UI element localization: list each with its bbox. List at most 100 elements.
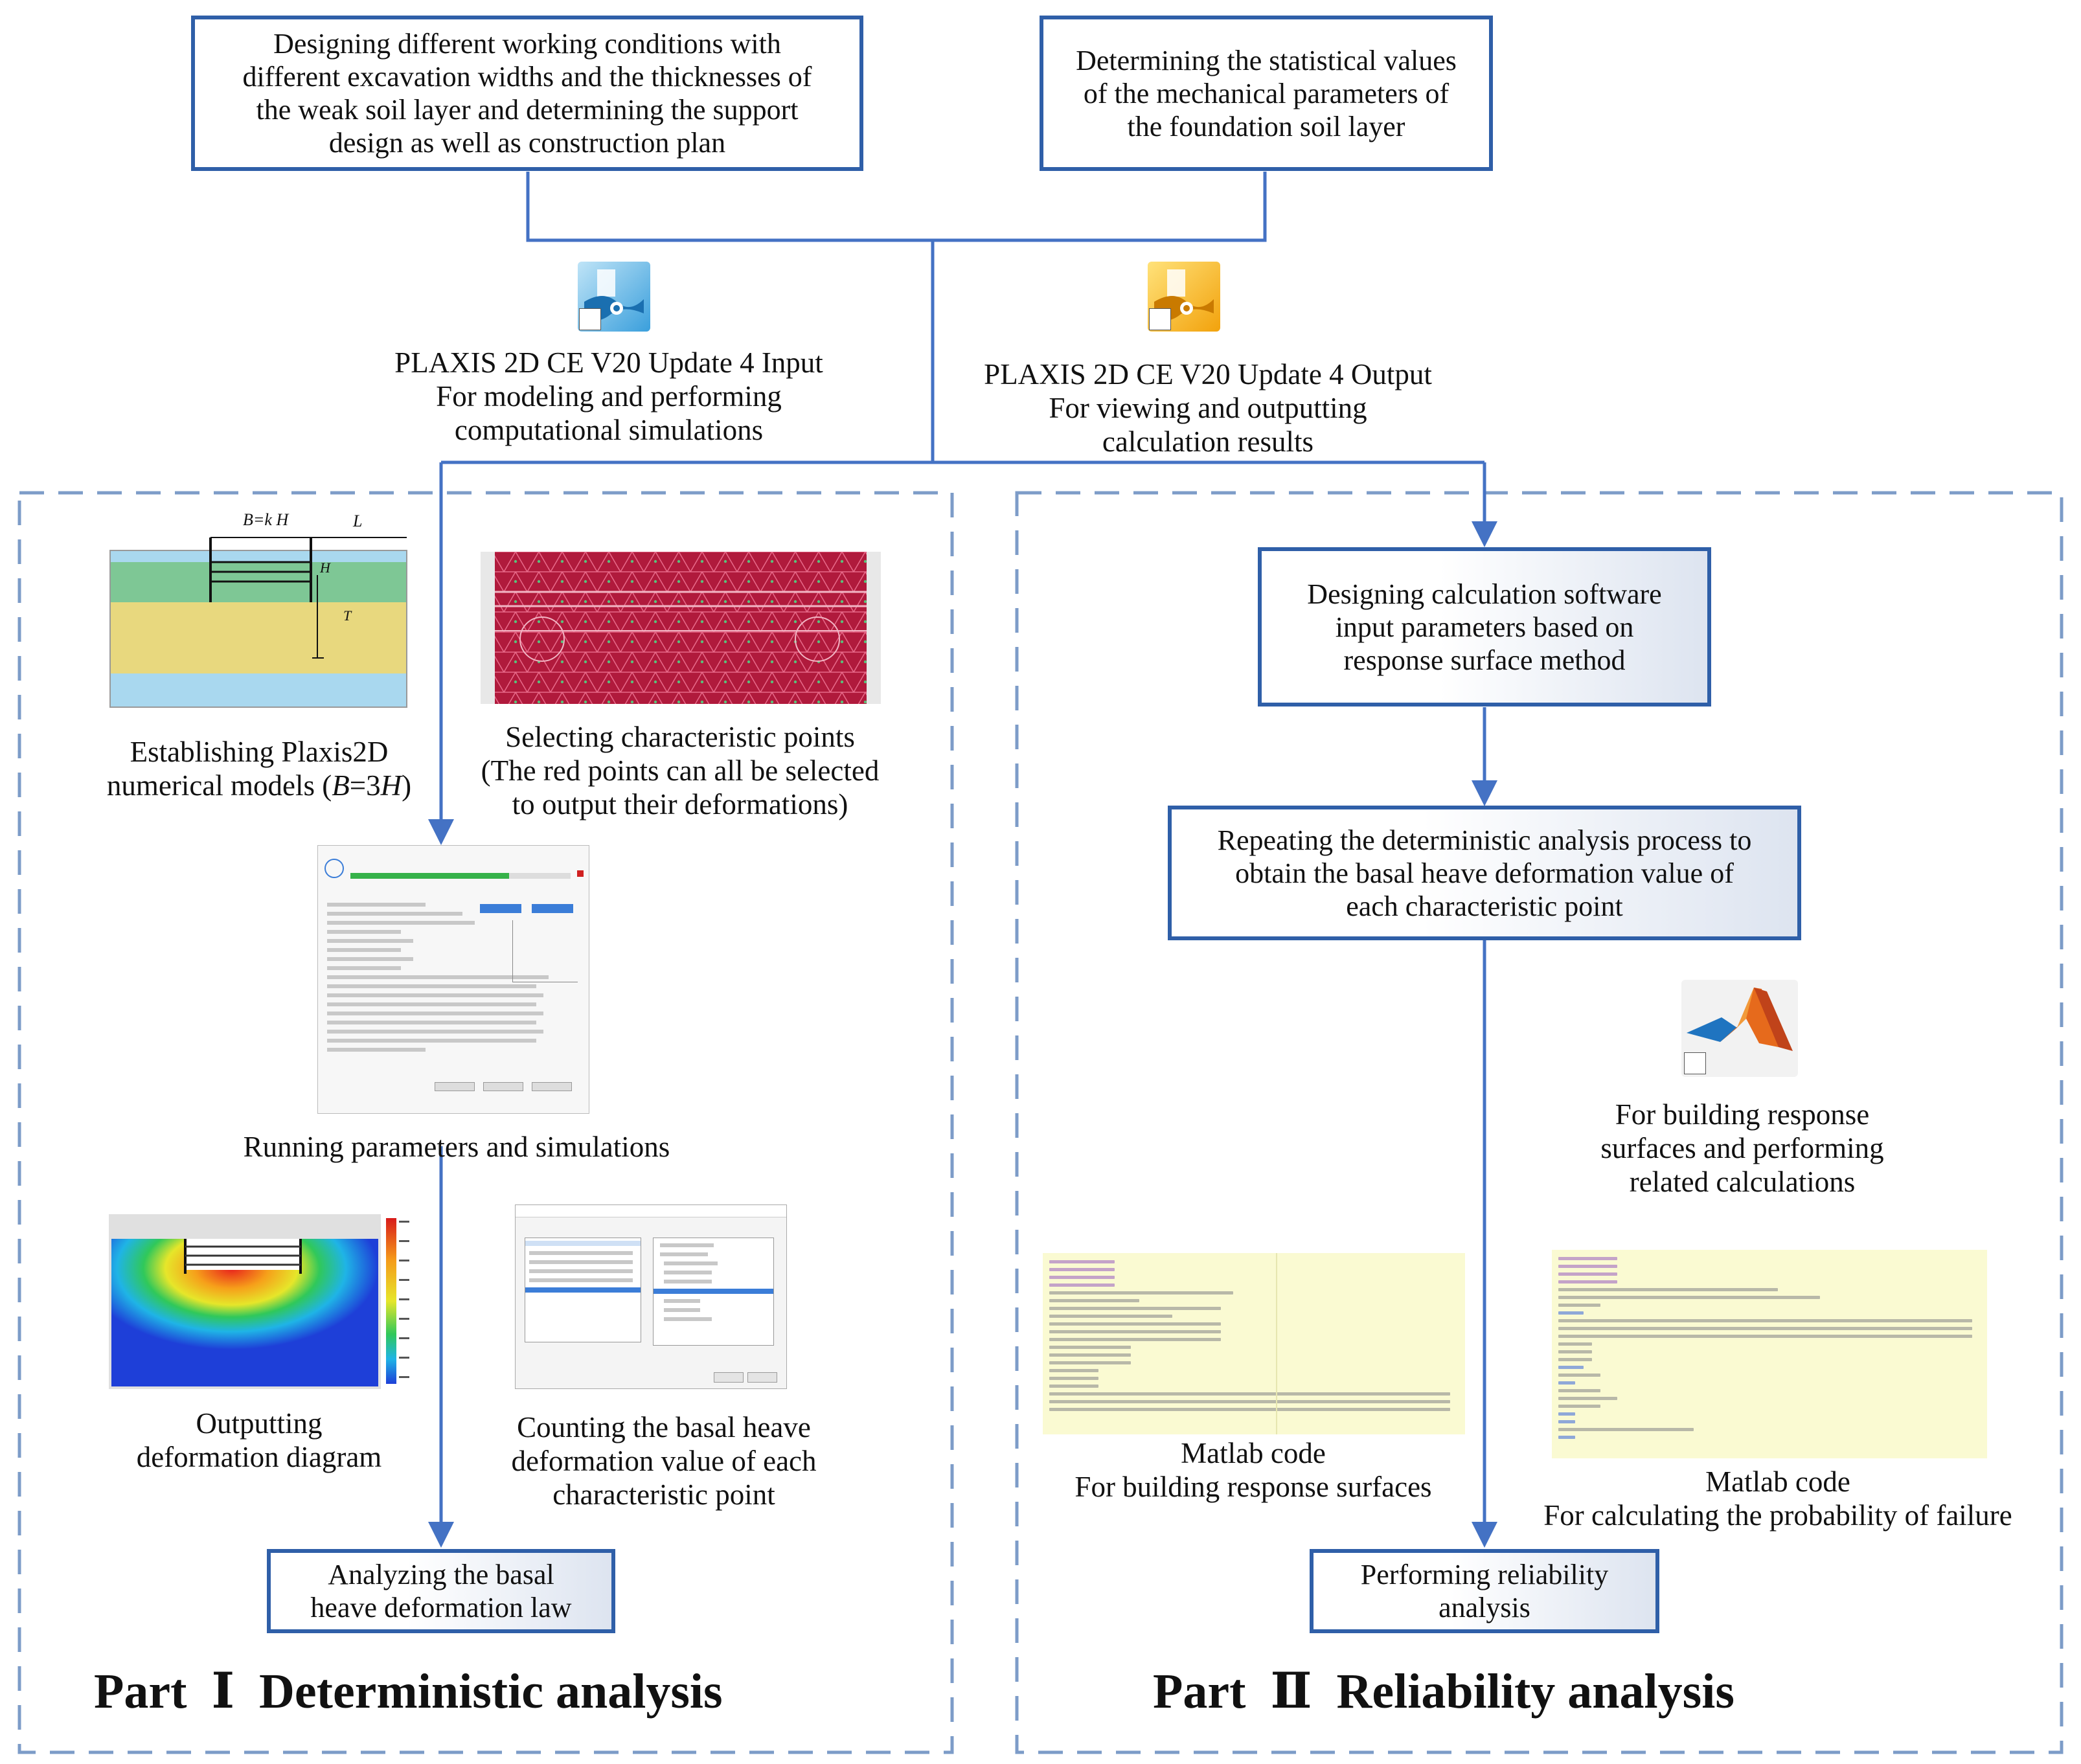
curve-plot xyxy=(512,920,578,982)
box-line: Designing different working conditions w… xyxy=(273,28,781,60)
part1-frame xyxy=(17,491,954,1754)
caption-line: characteristic point xyxy=(552,1478,775,1511)
caption-line: Counting the basal heave xyxy=(517,1411,811,1443)
contour-drawing xyxy=(109,1214,409,1389)
box-line: each characteristic point xyxy=(1346,890,1623,922)
box-line: Performing reliability xyxy=(1360,1559,1609,1590)
label-bkh: B=k H xyxy=(243,510,289,529)
box-line: obtain the basal heave deformation value… xyxy=(1235,857,1734,889)
box-line: Analyzing the basal xyxy=(328,1559,554,1590)
caption-eq: =3 xyxy=(349,769,381,802)
reliability-analysis-box: Performing reliability analysis xyxy=(1310,1549,1659,1633)
box-line: of the mechanical parameters of xyxy=(1083,77,1450,109)
plaxis-model-image: B=k H L H T xyxy=(97,505,421,712)
caption-line: Matlab code xyxy=(1705,1465,1850,1498)
box-line: response surface method xyxy=(1343,644,1626,676)
shortcut-arrow-icon xyxy=(1684,1052,1706,1074)
box-line: design as well as construction plan xyxy=(328,127,726,159)
caption-line: (The red points can all be selected xyxy=(481,754,880,787)
part1-title: Part Ⅰ Deterministic analysis xyxy=(94,1664,723,1719)
analyzing-law-box: Analyzing the basal heave deformation la… xyxy=(267,1549,615,1633)
running-caption: Running parameters and simulations xyxy=(243,1131,670,1163)
label-h: H xyxy=(320,560,330,576)
cancel-button[interactable] xyxy=(747,1372,777,1383)
part2-title: Part Ⅱ Reliability analysis xyxy=(1153,1664,1734,1719)
caption-line: Outputting xyxy=(196,1407,323,1440)
part2-frame xyxy=(1015,491,2064,1754)
box-line: different excavation widths and the thic… xyxy=(242,61,812,93)
caption-h: H xyxy=(380,769,402,802)
counting-caption: Counting the basal heave deformation val… xyxy=(453,1410,874,1511)
variable-tree[interactable] xyxy=(653,1238,774,1346)
plaxis-input-icon xyxy=(578,262,650,332)
progress-bar-fill xyxy=(350,873,509,879)
code1-caption: Matlab code For building response surfac… xyxy=(1010,1436,1496,1504)
box-line: the foundation soil layer xyxy=(1127,110,1405,142)
caption-close: ) xyxy=(402,769,412,802)
plaxis-output-icon xyxy=(1148,262,1220,332)
label-l: L xyxy=(353,512,363,530)
label-line: PLAXIS 2D CE V20 Update 4 Output xyxy=(984,358,1432,390)
curve-points-dialog-image xyxy=(515,1204,787,1389)
box-line: input parameters based on xyxy=(1335,611,1634,643)
label-t: T xyxy=(343,607,352,624)
label-line: PLAXIS 2D CE V20 Update 4 Input xyxy=(394,346,823,379)
preview-button[interactable] xyxy=(480,904,521,913)
cancel-button[interactable] xyxy=(532,1082,572,1091)
caption-text: numerical models ( xyxy=(106,769,332,802)
box-line: the weak soil layer and determining the … xyxy=(256,94,799,126)
progress-bar xyxy=(350,873,571,879)
model-caption: Establishing Plaxis2D numerical models (… xyxy=(71,735,447,802)
shortcut-arrow-icon xyxy=(579,308,601,330)
caption-line: surfaces and performing xyxy=(1600,1132,1884,1164)
stop-button[interactable] xyxy=(483,1082,523,1091)
label-line: computational simulations xyxy=(454,414,764,446)
characteristic-points-mesh-image xyxy=(481,552,881,704)
pause-button[interactable] xyxy=(435,1082,475,1091)
box-line: analysis xyxy=(1439,1592,1530,1623)
plaxis-output-label: PLAXIS 2D CE V20 Update 4 Output For vie… xyxy=(933,357,1483,458)
label-line: calculation results xyxy=(1102,425,1314,458)
box-line: Determining the statistical values xyxy=(1076,44,1457,76)
shortcut-arrow-icon xyxy=(1149,308,1171,330)
detail-button[interactable] xyxy=(532,904,573,913)
deformation-caption: Outputting deformation diagram xyxy=(91,1407,427,1474)
caption-line: For calculating the probability of failu… xyxy=(1543,1499,2012,1532)
matlab-icon xyxy=(1681,980,1798,1077)
box-line: heave deformation law xyxy=(310,1592,572,1623)
progress-clock-icon xyxy=(324,859,344,878)
label-line: For viewing and outputting xyxy=(1049,392,1367,424)
plaxis-input-label: PLAXIS 2D CE V20 Update 4 Input For mode… xyxy=(350,346,868,447)
dialog-rows xyxy=(327,898,573,1057)
model-drawing xyxy=(109,537,407,708)
working-conditions-box: Designing different working conditions w… xyxy=(191,16,863,171)
mesh-drawing xyxy=(481,552,881,704)
caption-line: deformation value of each xyxy=(511,1445,817,1477)
box-line: Designing calculation software xyxy=(1307,578,1662,610)
box-line: Repeating the deterministic analysis pro… xyxy=(1217,824,1752,856)
caption-line: related calculations xyxy=(1629,1166,1856,1198)
deformation-contour-image xyxy=(109,1214,413,1389)
matlab-caption: For building response surfaces and perfo… xyxy=(1509,1098,1975,1199)
rsm-input-box: Designing calculation software input par… xyxy=(1258,547,1711,707)
running-calculation-dialog-image xyxy=(317,845,589,1114)
ok-button[interactable] xyxy=(714,1372,744,1383)
caption-line: For building response surfaces xyxy=(1075,1471,1432,1503)
top-join-line xyxy=(526,172,1267,242)
statistical-values-box: Determining the statistical values of th… xyxy=(1040,16,1493,171)
caption-line: For building response xyxy=(1615,1098,1870,1131)
caption-line: deformation diagram xyxy=(136,1441,382,1473)
point-list[interactable] xyxy=(525,1238,641,1342)
stop-icon xyxy=(577,870,584,877)
matlab-glyph xyxy=(1687,988,1793,1051)
dialog-titlebar xyxy=(516,1205,786,1217)
caption-line: Matlab code xyxy=(1181,1437,1326,1469)
label-line: For modeling and performing xyxy=(436,380,782,413)
caption-b: B xyxy=(332,769,350,802)
caption-line: Establishing Plaxis2D xyxy=(130,736,389,768)
char-points-caption: Selecting characteristic points (The red… xyxy=(447,720,913,821)
matlab-code-response-surface-image xyxy=(1043,1253,1465,1434)
caption-line: to output their deformations) xyxy=(512,788,848,820)
